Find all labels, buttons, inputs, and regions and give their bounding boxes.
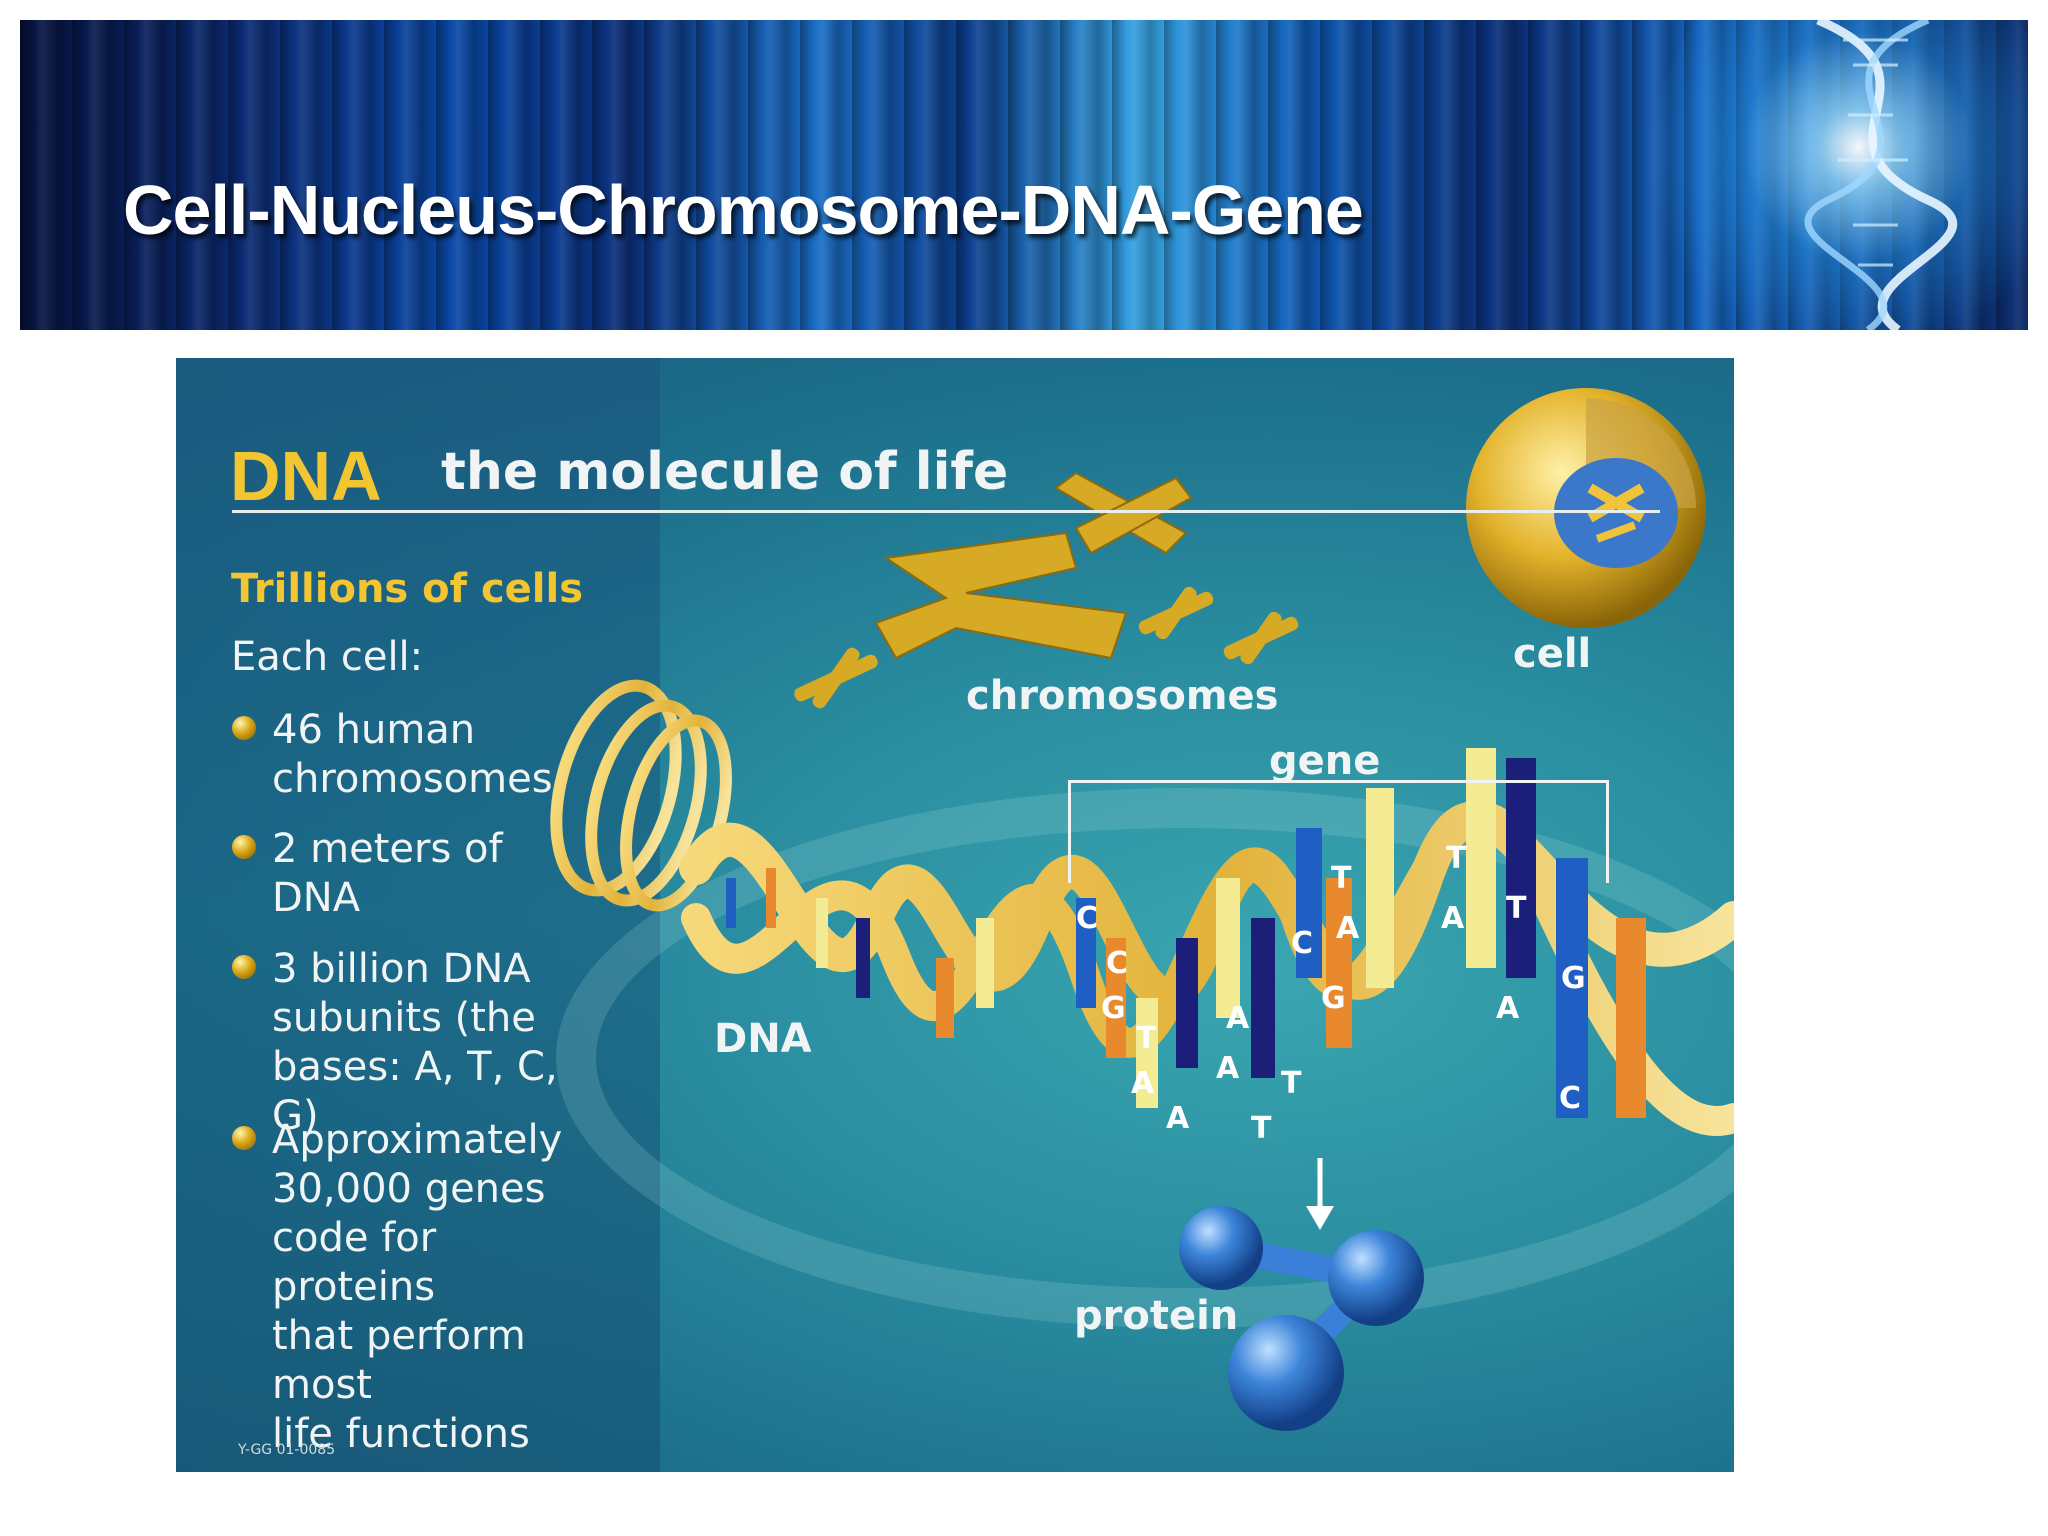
base-label: C [1106, 946, 1128, 981]
figure-heading-subtitle: the molecule of life [441, 442, 1009, 502]
bullet-text: 2 meters of DNA [272, 826, 503, 921]
bullet-dot-icon [232, 716, 256, 740]
base-label: A [1131, 1066, 1155, 1101]
base-label: T [1136, 1021, 1157, 1056]
base-label: A [1226, 1001, 1250, 1036]
base-label: C [1559, 1081, 1581, 1116]
gene-label: gene [1269, 738, 1381, 784]
banner-glow [1648, 20, 2028, 330]
dna-helix-icon [1804, 20, 1958, 330]
base-label: T [1251, 1111, 1272, 1146]
figure-code: Y-GG 01-0085 [238, 1442, 336, 1458]
base-label: G [1561, 961, 1586, 996]
base-label: T [1506, 891, 1527, 926]
cell-label: cell [1513, 631, 1592, 677]
base-label: A [1166, 1101, 1190, 1136]
bullet-text: 3 billion DNA subunits (the bases: A, T,… [272, 946, 558, 1139]
slide-title: Cell-Nucleus-Chromosome-DNA-Gene [123, 171, 1364, 249]
dna-label: DNA [714, 1016, 812, 1062]
bullet-dot-icon [232, 955, 256, 979]
heading-divider [232, 510, 1660, 513]
dna-illustration: C C G T A A A A T C T G A T A T T A G C [176, 358, 1734, 1472]
bullet-dot-icon [232, 835, 256, 859]
base-label: C [1076, 901, 1098, 936]
protein-icon [1179, 1206, 1424, 1431]
cell-icon [1466, 388, 1706, 628]
arrow-down-icon [1306, 1158, 1334, 1230]
each-cell-label: Each cell: [231, 634, 424, 680]
small-chromosomes-icon [794, 586, 1299, 709]
bullet-text: 46 human chromosomes [272, 707, 553, 802]
bullet-dot-icon [232, 1126, 256, 1150]
base-label: G [1101, 991, 1126, 1026]
base-label: C [1291, 926, 1313, 961]
dna-coil [550, 679, 732, 912]
bullet-text: Approximately 30,000 genes code for prot… [272, 1117, 563, 1457]
base-label: G [1321, 981, 1346, 1016]
title-banner: Cell-Nucleus-Chromosome-DNA-Gene [20, 20, 2028, 330]
dna-helix: C C G T A A A A T C T G A T A T T A G C [679, 748, 1734, 1146]
protein-label: protein [1074, 1293, 1239, 1339]
gene-bracket [1068, 780, 1609, 883]
base-label: A [1441, 901, 1465, 936]
figure-heading-dna: DNA [230, 437, 382, 515]
base-label: A [1216, 1051, 1240, 1086]
base-label: A [1496, 991, 1520, 1026]
chromosomes-label: chromosomes [966, 673, 1279, 719]
chromosome-icon [874, 471, 1193, 660]
base-label: T [1446, 841, 1467, 876]
illustration-art: C C G T A A A A T C T G A T A T T A G C [550, 388, 1734, 1431]
section-title: Trillions of cells [231, 566, 584, 612]
base-label: T [1281, 1066, 1302, 1101]
base-label: T [1331, 861, 1352, 896]
text-panel [176, 358, 660, 1472]
base-label: A [1336, 911, 1360, 946]
